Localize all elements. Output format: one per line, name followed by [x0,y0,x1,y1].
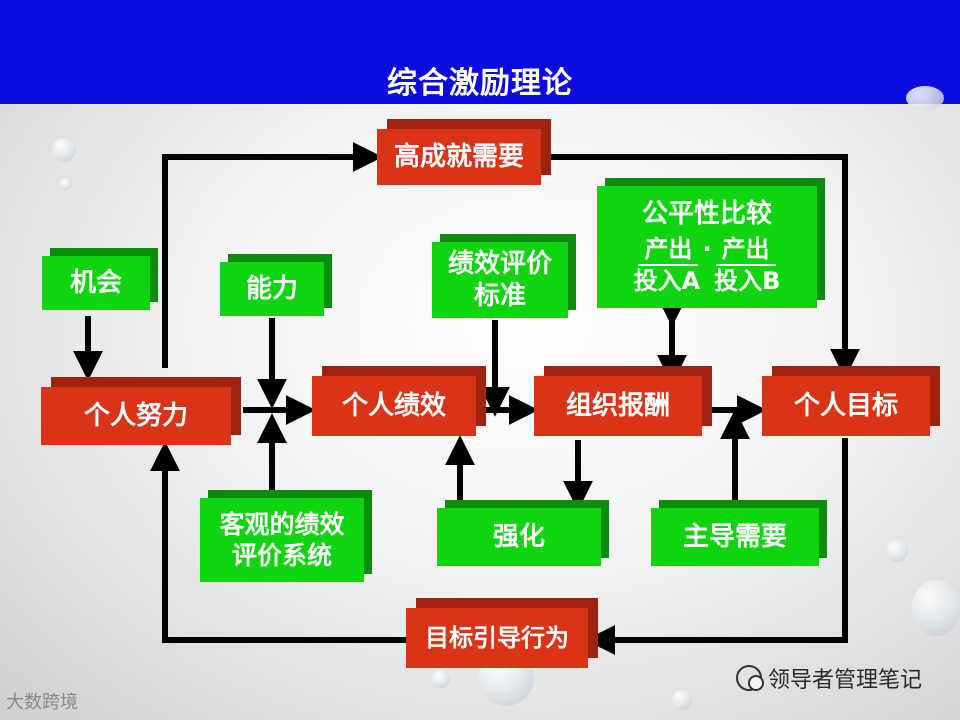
node-label-line1: 客观的绩效 [219,509,345,539]
node-performance-standard: 绩效评价 标准 [432,242,568,318]
input-a: 投入A [633,267,701,296]
bubble-decoration [432,670,450,688]
separator: · [702,235,712,264]
node-label: 个人努力 [83,400,188,431]
page-title: 综合激励理论 [387,66,573,101]
bubble-decoration [672,690,692,710]
arrow-achievement-to-goal [540,154,860,379]
watermark-right-text: 领导者管理笔记 [768,668,923,693]
node-individual-performance: 个人绩效 [312,376,476,436]
node-label: 能力 [245,273,298,304]
node-fairness-comparison: 公平性比较 产出 · 产出 投入A 投入B [597,186,817,308]
node-opportunity: 机会 [42,256,150,310]
node-label: 个人绩效 [341,390,446,421]
output-a: 产出 [638,234,699,267]
node-high-achievement: 高成就需要 [377,129,541,185]
node-individual-effort: 个人努力 [41,387,231,445]
watermark-right: 领导者管理笔记 [736,662,922,694]
node-label: 个人目标 [793,390,898,421]
node-objective-eval-system: 客观的绩效 评价系统 [200,498,364,582]
node-label: 目标引导行为 [425,624,569,652]
node-label-line2: 评价系统 [231,541,332,570]
node-label: 主导需要 [682,521,787,552]
node-label-line2: 标准 [473,281,526,311]
node-label-line1: 绩效评价 [447,248,552,279]
node-label: 机会 [69,267,122,298]
node-individual-goal: 个人目标 [762,376,930,436]
node-org-reward: 组织报酬 [534,376,702,436]
node-goal-directed-behavior: 目标引导行为 [406,608,588,668]
arrow-goal-to-behavior [585,438,848,655]
arrow-behavior-to-effort [150,441,410,643]
node-label: 组织报酬 [565,390,670,421]
arrow-effort-to-achievement [162,142,383,368]
bubble-decoration [906,86,944,110]
watermark-left-text: 大数跨境 [6,692,78,713]
node-ability: 能力 [220,262,324,316]
bubble-decoration [912,580,960,636]
bubble-decoration [60,178,72,190]
bubble-decoration [52,138,76,162]
node-title: 公平性比较 [641,198,772,229]
wechat-icon [736,665,764,691]
node-reinforcement: 强化 [437,508,601,566]
bubble-decoration [886,540,908,562]
fairness-fraction: 产出 · 产出 投入A 投入B [634,234,781,296]
output-b: 产出 [715,234,776,267]
node-label: 强化 [492,521,545,552]
title-bar [0,0,960,104]
node-dominant-needs: 主导需要 [651,508,819,566]
node-label: 高成就需要 [393,141,524,172]
input-b: 投入B [714,267,781,296]
watermark-left: 大数跨境 [6,688,78,714]
